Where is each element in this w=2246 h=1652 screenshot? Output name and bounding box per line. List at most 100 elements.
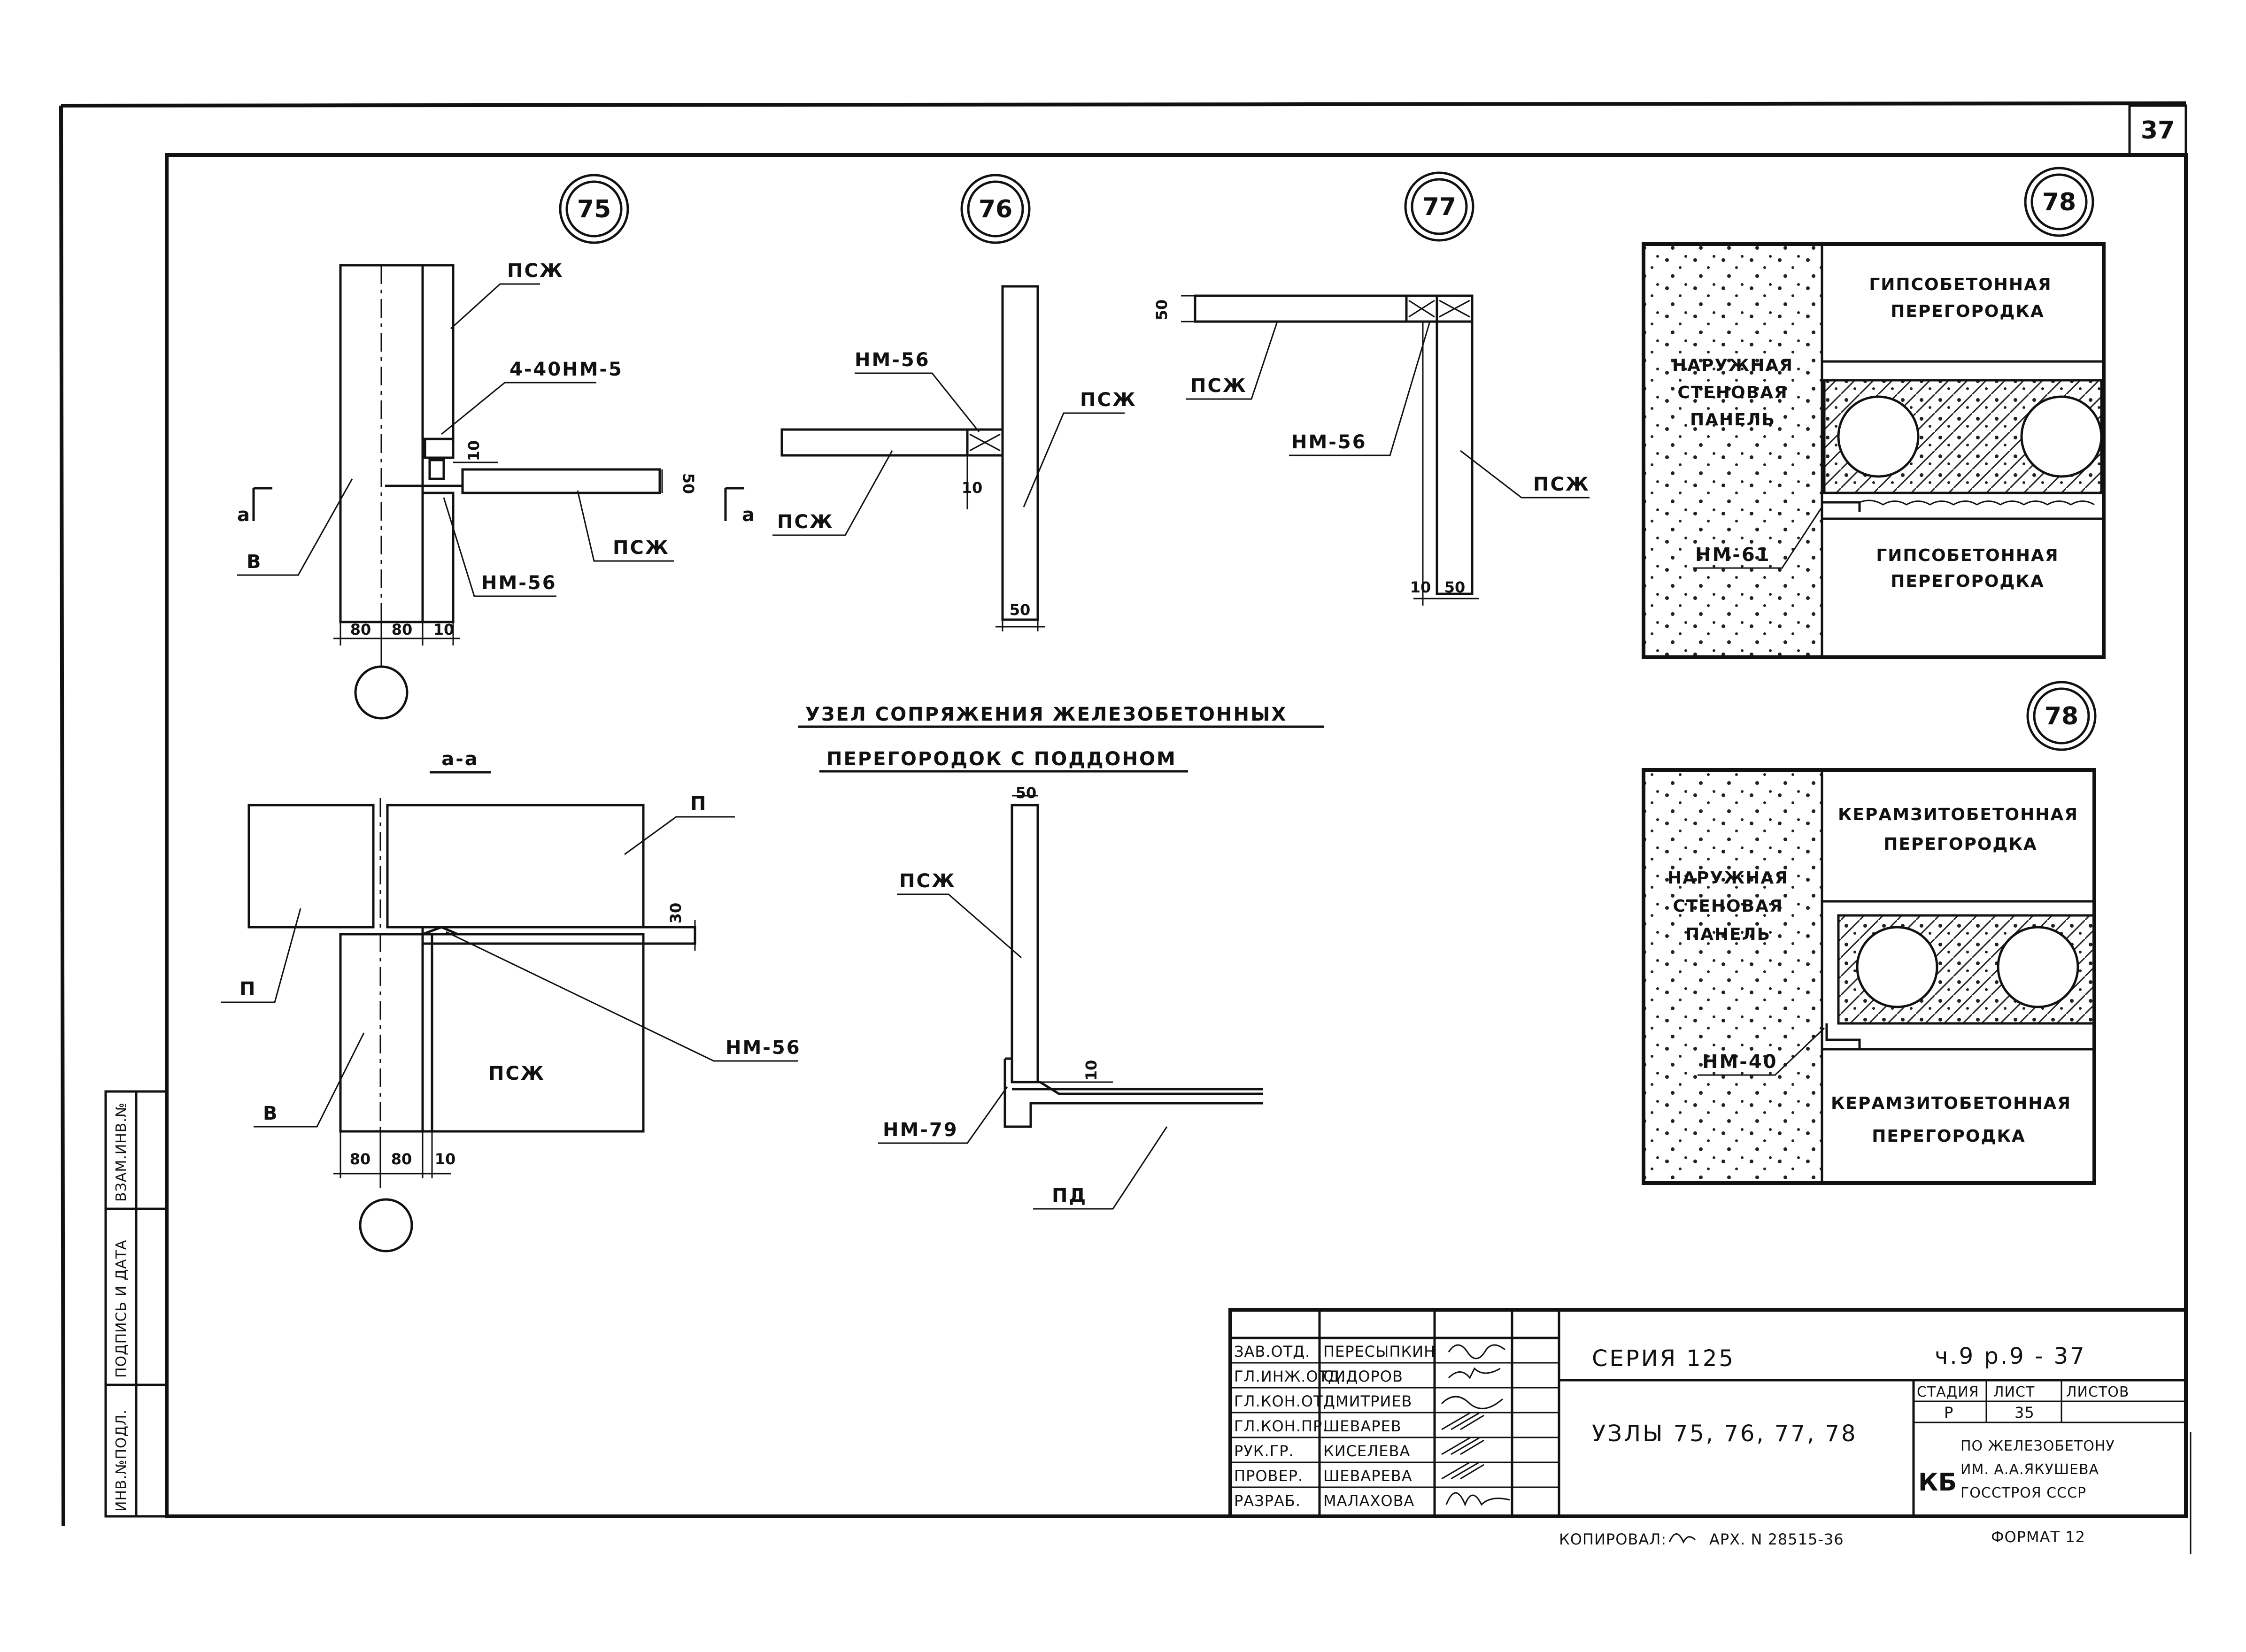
- svg-text:ГЛ.КОН.ОТД.: ГЛ.КОН.ОТД.: [1234, 1392, 1341, 1410]
- svg-text:10: 10: [1082, 1060, 1100, 1081]
- svg-text:ИМ. А.А.ЯКУШЕВА: ИМ. А.А.ЯКУШЕВА: [1960, 1461, 2099, 1478]
- svg-text:РАЗРАБ.: РАЗРАБ.: [1234, 1492, 1301, 1510]
- svg-text:ПЕРЕГОРОДКА: ПЕРЕГОРОДКА: [1883, 835, 2038, 854]
- svg-text:ПСЖ: ПСЖ: [1190, 375, 1247, 397]
- footer: КОПИРОВАЛ: АРХ. N 28515-36 ФОРМАТ 12: [1559, 1432, 2192, 1554]
- svg-text:СТЕНОВАЯ: СТЕНОВАЯ: [1677, 383, 1788, 402]
- title-block: ЗАВ.ОТД. ПЕРЕСЫПКИН ГЛ.ИНЖ.ОТД. СИДОРОВ …: [1228, 1308, 2188, 1518]
- svg-text:ГЛ.ИНЖ.ОТД.: ГЛ.ИНЖ.ОТД.: [1234, 1368, 1345, 1385]
- svg-text:НАРУЖНАЯ: НАРУЖНАЯ: [1667, 868, 1789, 888]
- svg-text:НМ-56: НМ-56: [726, 1037, 801, 1059]
- svg-text:4-40НМ-5: 4-40НМ-5: [509, 359, 623, 380]
- svg-text:ПРОВЕР.: ПРОВЕР.: [1234, 1467, 1303, 1485]
- page-number: 37: [2141, 116, 2175, 145]
- svg-text:АРХ. N 28515-36: АРХ. N 28515-36: [1709, 1530, 1844, 1548]
- svg-text:П: П: [690, 793, 707, 814]
- svg-text:10: 10: [435, 1150, 456, 1168]
- svg-text:ГЛ.КОН.ПР.: ГЛ.КОН.ПР.: [1234, 1417, 1328, 1435]
- svg-text:30: 30: [667, 903, 685, 924]
- svg-text:80: 80: [392, 621, 413, 638]
- svg-text:ПЕРЕГОРОДКА: ПЕРЕГОРОДКА: [1872, 1127, 2026, 1146]
- svg-text:ПСЖ: ПСЖ: [1080, 389, 1137, 411]
- node-78b-marker: 78: [2026, 681, 2097, 751]
- section-a-a: а-а 30 80 80 10 П П НМ-56 В ПСЖ: [221, 748, 801, 1252]
- svg-text:ПСЖ: ПСЖ: [777, 511, 834, 533]
- svg-text:50: 50: [1153, 300, 1171, 321]
- svg-text:КЕРАМЗИТОБЕТОННАЯ: КЕРАМЗИТОБЕТОННАЯ: [1831, 1094, 2071, 1113]
- svg-text:ИНВ.№ПОДЛ.: ИНВ.№ПОДЛ.: [113, 1409, 130, 1512]
- node-75-marker: 75: [559, 174, 629, 244]
- svg-text:НМ-40: НМ-40: [1702, 1051, 1778, 1073]
- pallet-title-2: ПЕРЕГОРОДОК С ПОДДОНОМ: [826, 748, 1177, 770]
- svg-text:СТЕНОВАЯ: СТЕНОВАЯ: [1673, 897, 1783, 916]
- svg-text:НМ-61: НМ-61: [1695, 544, 1771, 566]
- svg-text:35: 35: [2014, 1404, 2035, 1421]
- svg-text:ПСЖ: ПСЖ: [899, 870, 956, 892]
- svg-text:77: 77: [1422, 193, 1456, 221]
- svg-text:80: 80: [350, 621, 371, 638]
- node-77-marker: 77: [1404, 171, 1474, 242]
- svg-text:10: 10: [465, 440, 483, 461]
- org-mark: КБ: [1918, 1468, 1957, 1497]
- svg-text:В: В: [263, 1103, 279, 1124]
- node-78a-marker: 78: [2024, 167, 2094, 237]
- svg-text:НАРУЖНАЯ: НАРУЖНАЯ: [1672, 356, 1793, 375]
- svg-text:а-а: а-а: [441, 748, 479, 770]
- svg-text:ВЗАМ.ИНВ.№: ВЗАМ.ИНВ.№: [113, 1102, 130, 1202]
- node-78-claydite: 78 КЕРАМЗИТОБЕТОННАЯ ПЕРЕГОРОДКА НАРУЖНА…: [1642, 681, 2097, 1185]
- title-label: УЗЛЫ 75, 76, 77, 78: [1592, 1421, 1858, 1447]
- svg-text:а: а: [237, 504, 251, 526]
- svg-text:50: 50: [679, 473, 697, 494]
- svg-text:ГИПСОБЕТОННАЯ: ГИПСОБЕТОННАЯ: [1876, 546, 2059, 565]
- inner-frame: [165, 153, 2188, 1518]
- svg-text:КИСЕЛЕВА: КИСЕЛЕВА: [1323, 1442, 1410, 1460]
- frames: [59, 101, 2188, 1526]
- pallet-title-1: УЗЕЛ СОПРЯЖЕНИЯ ЖЕЛЕЗОБЕТОННЫХ: [805, 704, 1287, 725]
- svg-text:ПСЖ: ПСЖ: [507, 260, 564, 282]
- svg-text:ПСЖ: ПСЖ: [613, 537, 670, 559]
- node-77: 77 50 10 50 ПСЖ НМ-56 ПСЖ: [1153, 171, 1590, 606]
- svg-text:ШЕВАРЕВА: ШЕВАРЕВА: [1323, 1467, 1412, 1485]
- svg-text:МАЛАХОВА: МАЛАХОВА: [1323, 1492, 1414, 1510]
- svg-text:РУК.ГР.: РУК.ГР.: [1234, 1442, 1294, 1460]
- svg-text:а: а: [742, 504, 756, 526]
- node-76-marker: 76: [960, 174, 1031, 244]
- svg-text:50: 50: [1016, 784, 1037, 802]
- svg-text:НМ-56: НМ-56: [481, 572, 557, 594]
- svg-text:10: 10: [433, 621, 455, 638]
- svg-text:ПОДПИСЬ И ДАТА: ПОДПИСЬ И ДАТА: [113, 1240, 130, 1378]
- node-76: 76 50 10 а НМ-56 ПСЖ ПСЖ: [724, 174, 1137, 631]
- svg-text:НМ-79: НМ-79: [883, 1119, 958, 1141]
- svg-text:ПСЖ: ПСЖ: [1533, 474, 1590, 495]
- node-75: 75 80 80 10 50 10 а ПСЖ 4-40: [237, 174, 697, 720]
- svg-text:ЛИСТ: ЛИСТ: [1993, 1384, 2035, 1400]
- svg-text:10: 10: [1410, 578, 1431, 596]
- svg-text:ПЕРЕГОРОДКА: ПЕРЕГОРОДКА: [1891, 302, 2045, 321]
- svg-text:78: 78: [2045, 702, 2078, 730]
- svg-text:ПЕРЕСЫПКИН: ПЕРЕСЫПКИН: [1323, 1343, 1436, 1360]
- svg-text:КЕРАМЗИТОБЕТОННАЯ: КЕРАМЗИТОБЕТОННАЯ: [1838, 805, 2078, 824]
- svg-text:50: 50: [1444, 578, 1466, 596]
- svg-text:ЛИСТОВ: ЛИСТОВ: [2066, 1384, 2129, 1400]
- svg-text:ПСЖ: ПСЖ: [488, 1063, 545, 1084]
- svg-text:Р: Р: [1944, 1404, 1953, 1421]
- svg-text:ШЕВАРЕВ: ШЕВАРЕВ: [1323, 1417, 1402, 1435]
- svg-text:80: 80: [350, 1150, 371, 1168]
- svg-text:ПАНЕЛЬ: ПАНЕЛЬ: [1690, 410, 1775, 430]
- svg-text:ПАНЕЛЬ: ПАНЕЛЬ: [1685, 925, 1771, 944]
- series-label: СЕРИЯ 125: [1592, 1345, 1735, 1372]
- svg-text:78: 78: [2042, 188, 2076, 216]
- code-label: ч.9 р.9 - 37: [1935, 1343, 2086, 1369]
- svg-text:ЗАВ.ОТД.: ЗАВ.ОТД.: [1234, 1343, 1310, 1360]
- svg-text:СТАДИЯ: СТАДИЯ: [1917, 1384, 1979, 1400]
- svg-text:КОПИРОВАЛ:: КОПИРОВАЛ:: [1559, 1530, 1667, 1548]
- svg-text:СИДОРОВ: СИДОРОВ: [1323, 1368, 1403, 1385]
- svg-text:ПД: ПД: [1052, 1185, 1087, 1206]
- svg-text:75: 75: [577, 195, 611, 223]
- side-stamp: ИНВ.№ПОДЛ. ПОДПИСЬ И ДАТА ВЗАМ.ИНВ.№: [104, 1090, 168, 1518]
- svg-text:НМ-56: НМ-56: [1291, 431, 1367, 453]
- signatures: [1441, 1344, 1510, 1507]
- svg-text:76: 76: [979, 195, 1012, 223]
- svg-text:50: 50: [1010, 601, 1031, 619]
